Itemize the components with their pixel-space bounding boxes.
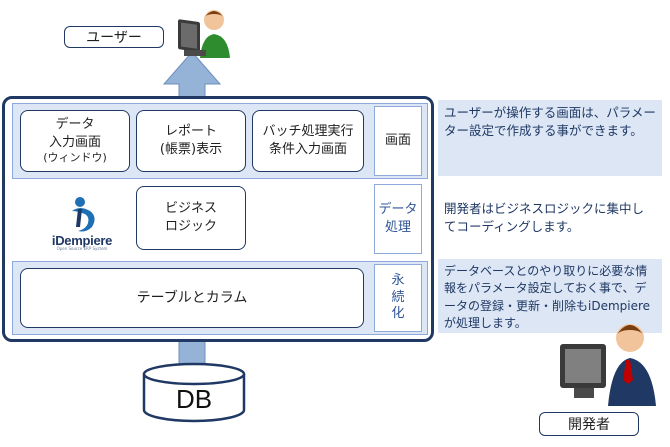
- logic-tag-line1: データ: [378, 202, 418, 218]
- business-logic-box: ビジネス ロジック: [136, 186, 246, 250]
- logic-line1: ビジネス: [164, 201, 217, 217]
- database-cylinder-icon: [142, 362, 246, 423]
- persist-tag-line2: 続: [391, 289, 405, 305]
- data-entry-window-box: データ 入力画面 (ウィンドウ): [20, 110, 130, 172]
- report-line2: (帳票)表示: [159, 142, 223, 157]
- persistence-layer-tag: 永 続 化: [374, 264, 422, 332]
- user-label: ユーザー: [64, 26, 164, 48]
- report-line1: レポート: [164, 124, 217, 140]
- batch-line1: バッチ処理実行: [262, 124, 354, 140]
- batch-line2: 条件入力画面: [268, 142, 347, 157]
- developer-label: 開発者: [539, 412, 639, 436]
- logic-line2: ロジック: [164, 219, 217, 234]
- screen-note: ユーザーが操作する画面は、パラメーター設定で作成する事ができます。: [438, 100, 662, 176]
- report-display-box: レポート (帳票)表示: [136, 110, 246, 172]
- persist-tag-line3: 化: [391, 306, 405, 322]
- screen-layer-tag: 画面: [374, 106, 422, 176]
- persistence-note: データベースとのやり取りに必要な情報をパラメータ設定しておく事で、データの登録・…: [438, 259, 662, 333]
- batch-process-box: バッチ処理実行 条件入力画面: [252, 110, 364, 172]
- user-person-icon: [178, 10, 230, 58]
- idempiere-logo-tagline: Open Source ERP System: [56, 246, 108, 251]
- logic-tag-line2: 処理: [384, 220, 411, 235]
- data-entry-line1: データ: [55, 117, 95, 133]
- logic-layer-tag: データ 処理: [374, 184, 422, 254]
- db-label: DB: [175, 384, 213, 414]
- data-entry-line2: 入力画面: [48, 134, 101, 150]
- idempiere-logo-icon: [72, 197, 95, 232]
- developer-person-icon: [560, 324, 656, 406]
- logic-note: 開発者はビジネスロジックに集中してコーディングします。: [444, 201, 645, 235]
- persist-tag-line1: 永: [391, 272, 405, 288]
- data-entry-line3: (ウィンドウ): [43, 151, 107, 165]
- idempiere-logo-text: iDempiere: [51, 233, 113, 248]
- tables-columns-box: テーブルとカラム: [20, 268, 364, 328]
